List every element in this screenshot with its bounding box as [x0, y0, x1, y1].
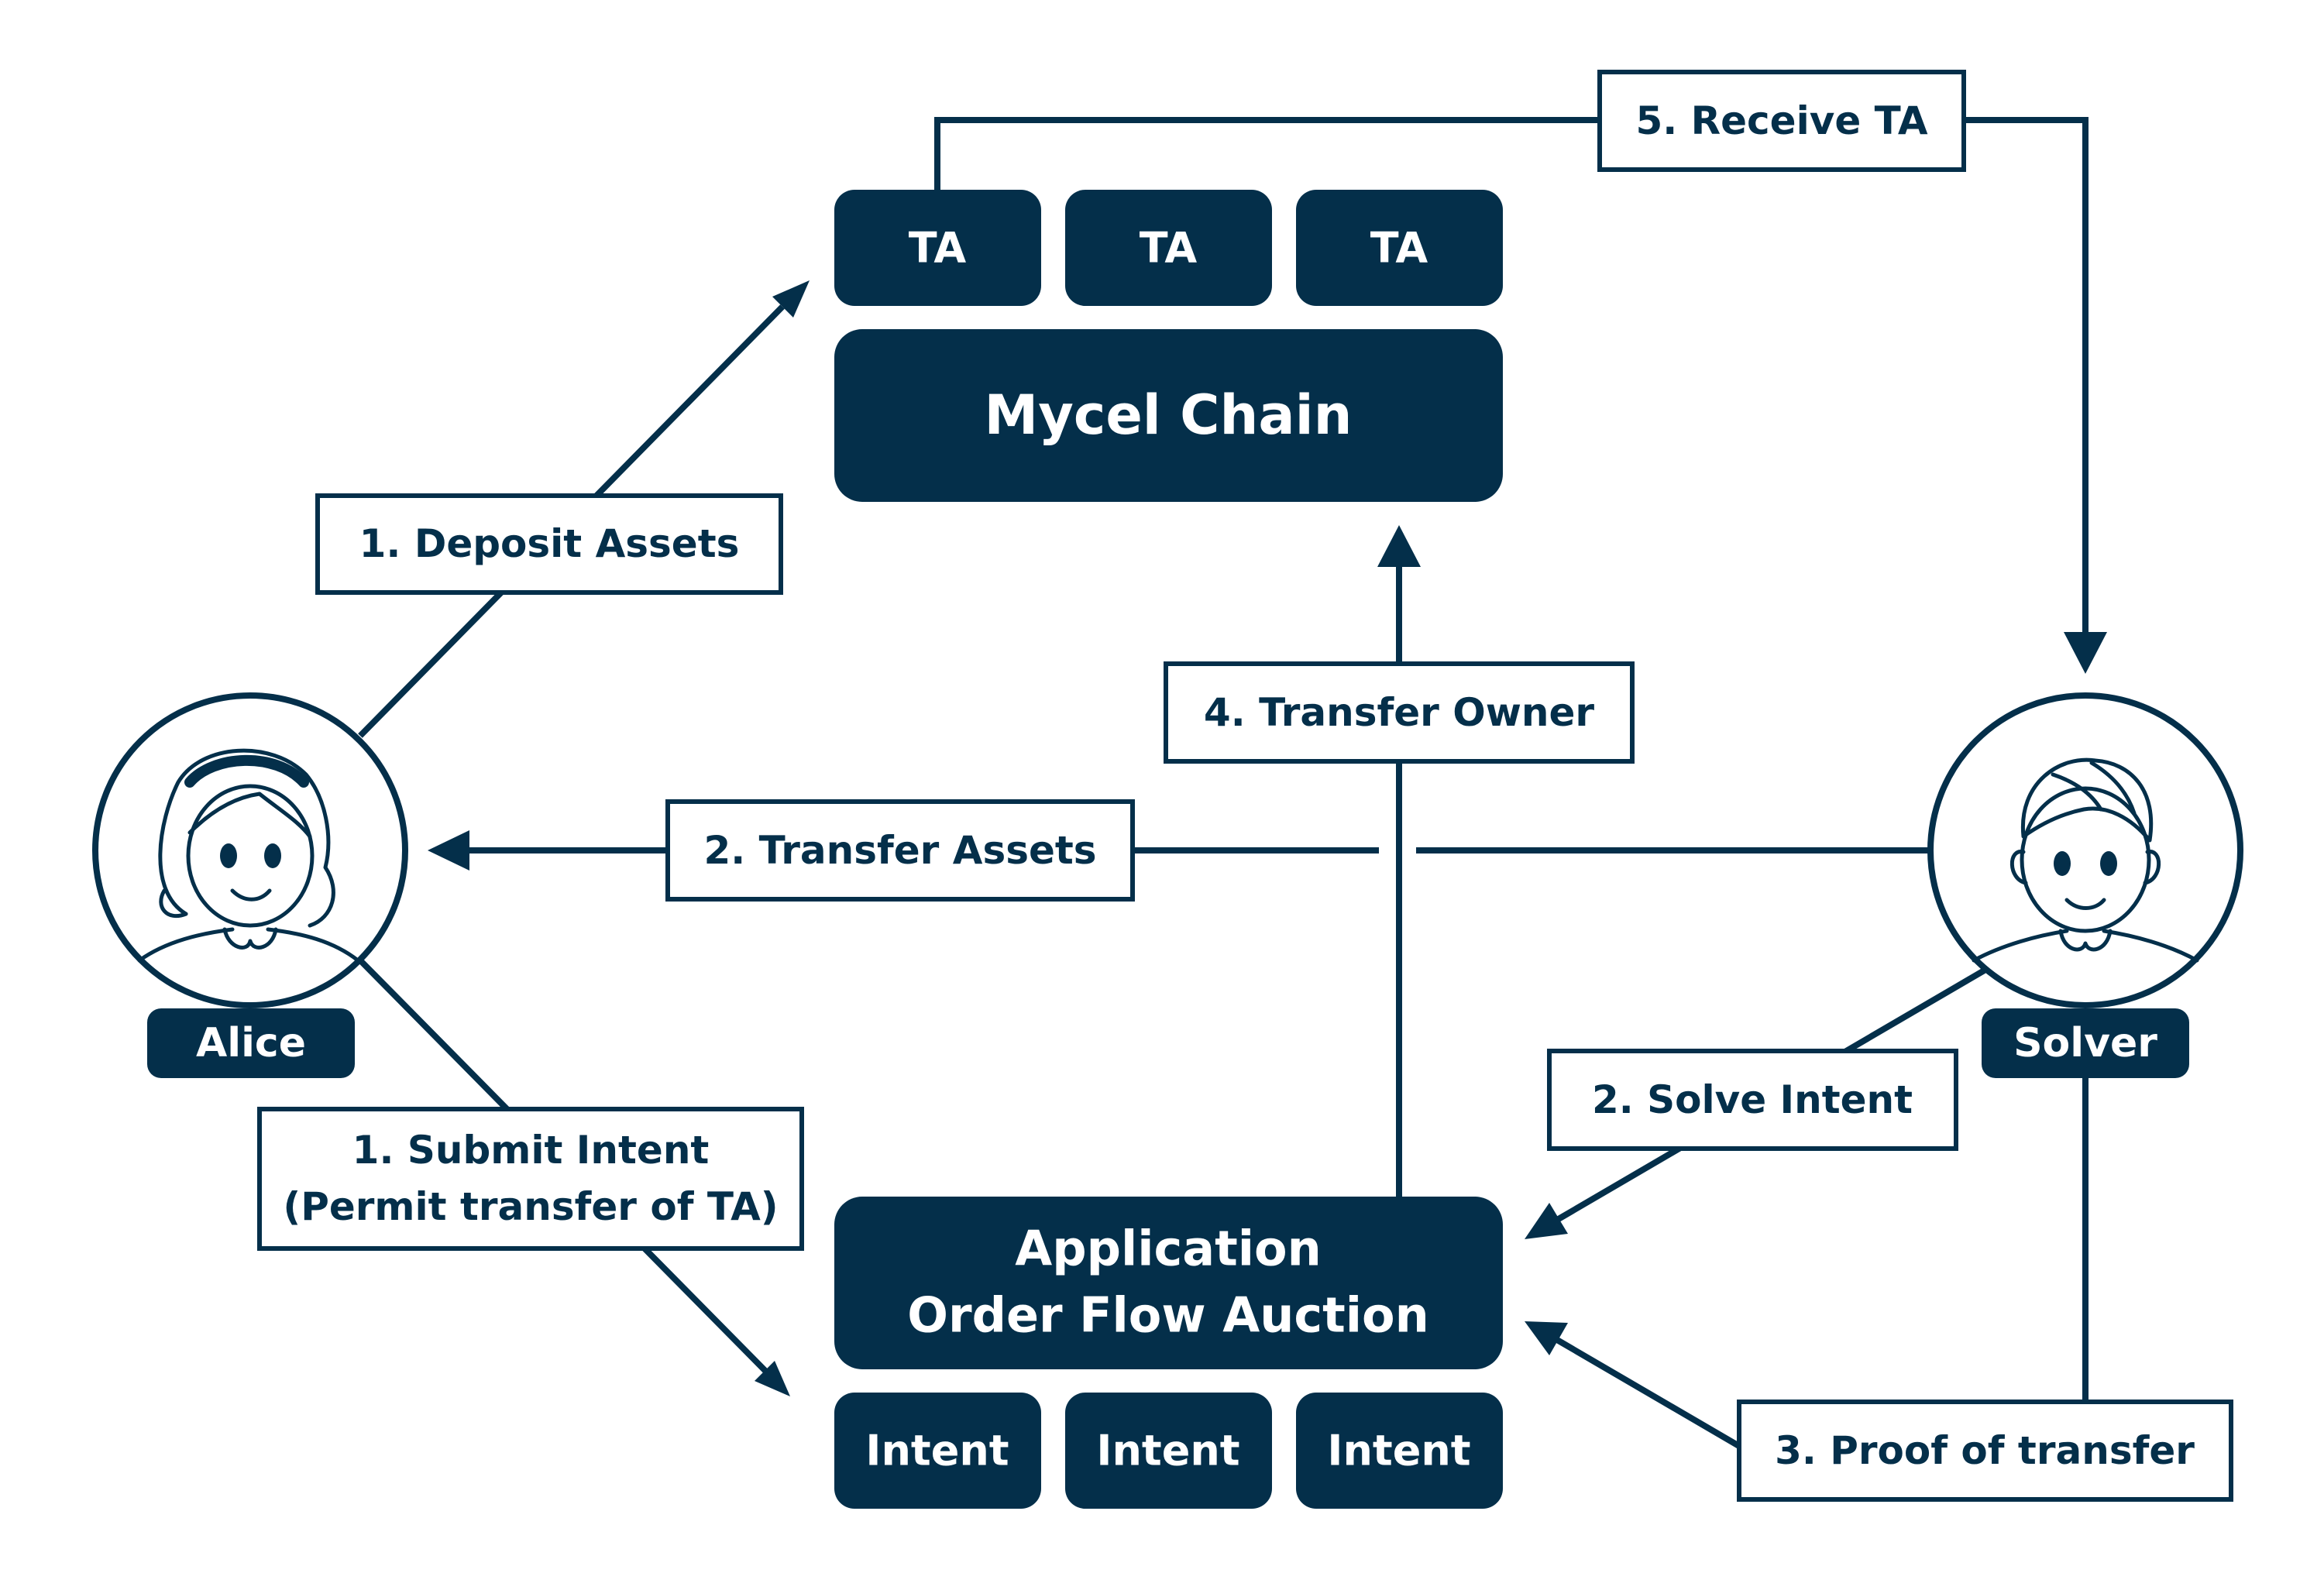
solve-intent-box	[1547, 1049, 1958, 1151]
intent-token-1	[834, 1393, 1041, 1509]
submit-intent-arrowhead	[755, 1361, 790, 1396]
receive-ta-label: 5. Receive TA	[1635, 98, 1927, 143]
alice-label-box	[147, 1008, 355, 1078]
mycel-chain-box	[834, 329, 1503, 502]
mycel-chain-group: TA TA TA Mycel Chain	[834, 190, 1503, 502]
solver-node: Solver	[1927, 692, 2243, 1078]
solver-label-box	[1982, 1008, 2189, 1078]
intent-token-3	[1296, 1393, 1503, 1509]
solve-intent-label: 2. Solve Intent	[1592, 1077, 1913, 1122]
edge-labels: 1. Deposit Assets 1. Submit Intent (Perm…	[257, 70, 2233, 1502]
receive-ta-line	[934, 117, 2089, 634]
intent-token-2-label: Intent	[1096, 1427, 1239, 1475]
receive-ta-box	[1597, 70, 1966, 172]
submit-intent-box	[257, 1107, 804, 1251]
mycel-chain-title: Mycel Chain	[985, 383, 1353, 447]
alice-node: Alice	[92, 692, 408, 1078]
transfer-owner-label: 4. Transfer Owner	[1204, 690, 1594, 735]
submit-intent-label-line1: 1. Submit Intent	[352, 1128, 710, 1173]
transfer-assets-label: 2. Transfer Assets	[703, 828, 1096, 873]
application-title-line1: Application	[1015, 1221, 1321, 1277]
ta-token-3-label: TA	[1370, 224, 1428, 273]
submit-intent-label-line2: (Permit transfer of TA)	[283, 1184, 778, 1229]
alice-label: Alice	[196, 1020, 306, 1066]
intent-token-3-label: Intent	[1327, 1427, 1470, 1475]
girl-avatar-icon	[137, 748, 360, 963]
proof-arrowhead	[1525, 1321, 1568, 1355]
ta-token-1-label: TA	[909, 224, 967, 273]
transfer-owner-box	[1164, 661, 1635, 764]
boy-avatar-icon	[1972, 757, 2199, 963]
transfer-owner-arrowhead	[1377, 525, 1421, 567]
ta-token-1	[834, 190, 1041, 306]
deposit-assets-label: 1. Deposit Assets	[359, 521, 740, 566]
receive-ta-arrowhead	[2064, 632, 2107, 674]
application-box	[834, 1197, 1503, 1369]
application-group: Application Order Flow Auction Intent In…	[834, 1197, 1503, 1509]
ta-token-2	[1065, 190, 1272, 306]
proof-of-transfer-box	[1737, 1400, 2233, 1502]
deposit-arrowhead	[772, 280, 810, 318]
intent-token-2	[1065, 1393, 1272, 1509]
ta-token-2-label: TA	[1140, 224, 1198, 273]
solver-label: Solver	[2013, 1020, 2157, 1066]
transfer-assets-arrowhead	[428, 830, 469, 871]
ta-token-3	[1296, 190, 1503, 306]
intent-token-1-label: Intent	[865, 1427, 1009, 1475]
solve-intent-arrowhead	[1525, 1203, 1568, 1239]
transfer-assets-box	[665, 799, 1135, 902]
proof-of-transfer-label: 3. Proof of transfer	[1775, 1428, 2195, 1473]
proof-diagonal-line	[1555, 1337, 1745, 1451]
application-title-line2: Order Flow Auction	[907, 1287, 1428, 1344]
deposit-assets-box	[315, 493, 783, 595]
